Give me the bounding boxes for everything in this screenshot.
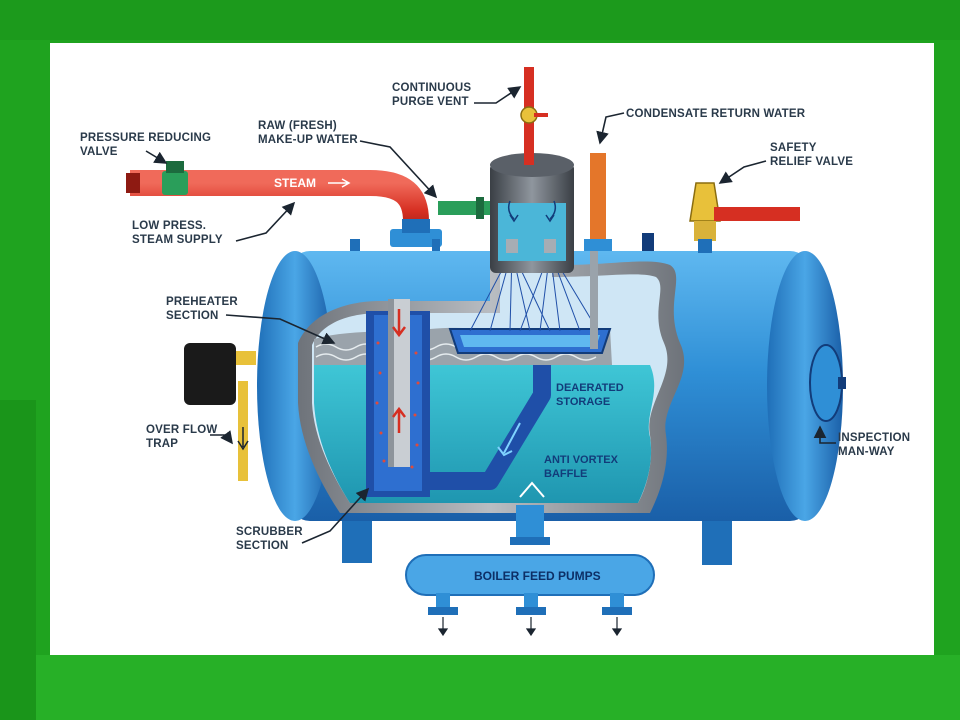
leader-continuous-purge-vent xyxy=(474,87,520,103)
svg-text:CONTINUOUS: CONTINUOUS xyxy=(392,82,471,94)
svg-text:LOW PRESS.: LOW PRESS. xyxy=(132,220,206,232)
steam-pipe-inlet xyxy=(126,173,140,193)
svg-text:PRESSURE REDUCING: PRESSURE REDUCING xyxy=(80,132,211,144)
make-up-water-flange xyxy=(476,197,484,219)
feed-pump-drop-flange xyxy=(510,537,550,545)
leader-over-flow-trap xyxy=(210,435,232,443)
condensate-return-drop xyxy=(590,249,598,349)
steam-pipe-nozzle xyxy=(402,219,430,233)
svg-text:INSPECTION: INSPECTION xyxy=(838,432,910,444)
deaerator-diagram: STEAM BOILER FEED PUMPS PRESSURE REDUCIN… xyxy=(50,43,934,655)
inspection-man-way-bolt xyxy=(838,377,846,389)
leader-pressure-reducing-valve xyxy=(146,151,166,163)
purge-vent-handle xyxy=(534,113,548,117)
background-band-left xyxy=(0,400,36,720)
leader-safety-relief-valve xyxy=(720,161,766,183)
svg-text:ANTI VORTEX: ANTI VORTEX xyxy=(544,454,619,466)
background-band-bottom xyxy=(36,655,960,720)
pressure-reducing-valve-top xyxy=(166,161,184,173)
svg-text:PREHEATER: PREHEATER xyxy=(166,296,238,308)
svg-text:PURGE VENT: PURGE VENT xyxy=(392,96,469,108)
spray-valve-left xyxy=(506,239,518,253)
top-nozzle-2 xyxy=(432,239,440,251)
svg-text:MAKE-UP WATER: MAKE-UP WATER xyxy=(258,134,358,146)
label-inspection-man-way: INSPECTION MAN-WAY xyxy=(838,432,910,458)
svg-text:VALVE: VALVE xyxy=(80,146,118,158)
label-over-flow-trap: OVER FLOW TRAP xyxy=(146,424,217,450)
steam-pipe-label: STEAM xyxy=(274,176,316,190)
svg-text:CONDENSATE RETURN WATER: CONDENSATE RETURN WATER xyxy=(626,108,806,120)
label-scrubber-section: SCRUBBER SECTION xyxy=(236,526,303,552)
svg-text:STEAM SUPPLY: STEAM SUPPLY xyxy=(132,234,223,246)
safety-relief-valve-base xyxy=(694,221,716,241)
svg-text:SECTION: SECTION xyxy=(166,310,219,322)
svg-text:MAN-WAY: MAN-WAY xyxy=(838,446,895,458)
svg-text:BAFFLE: BAFFLE xyxy=(544,468,587,480)
inspection-man-way xyxy=(810,345,842,421)
label-pressure-reducing-valve: PRESSURE REDUCING VALVE xyxy=(80,132,211,158)
svg-text:STORAGE: STORAGE xyxy=(556,396,610,408)
label-preheater-section: PREHEATER SECTION xyxy=(166,296,238,322)
spray-tray-water xyxy=(460,335,600,347)
svg-text:SECTION: SECTION xyxy=(236,540,289,552)
svg-text:RAW (FRESH): RAW (FRESH) xyxy=(258,120,337,132)
label-safety-relief-valve: SAFETY RELIEF VALVE xyxy=(770,142,853,168)
label-low-press-steam-supply: LOW PRESS. STEAM SUPPLY xyxy=(132,220,223,246)
feed-pump-outlets xyxy=(428,593,632,615)
pressure-reducing-valve-body xyxy=(162,171,188,195)
condensate-return-base xyxy=(584,239,612,251)
svg-text:TRAP: TRAP xyxy=(146,438,178,450)
leader-low-press-steam-supply xyxy=(236,203,294,241)
scrubber-tube-shade xyxy=(388,299,394,467)
boiler-feed-pumps-label: BOILER FEED PUMPS xyxy=(474,569,601,583)
background-band-top xyxy=(0,0,960,40)
over-flow-trap-connector xyxy=(236,351,256,365)
top-nozzle-1 xyxy=(350,239,360,251)
svg-text:SAFETY: SAFETY xyxy=(770,142,817,154)
svg-text:DEAERATED: DEAERATED xyxy=(556,382,624,394)
svg-text:RELIEF VALVE: RELIEF VALVE xyxy=(770,156,853,168)
top-nozzle-3 xyxy=(642,233,654,251)
svg-text:OVER FLOW: OVER FLOW xyxy=(146,424,217,436)
over-flow-trap xyxy=(184,343,236,405)
label-continuous-purge-vent: CONTINUOUS PURGE VENT xyxy=(392,82,471,108)
leader-condensate-return-water xyxy=(600,113,624,143)
svg-text:SCRUBBER: SCRUBBER xyxy=(236,526,303,538)
spray-valve-right xyxy=(544,239,556,253)
feed-pump-flow-arrows xyxy=(439,617,621,635)
label-condensate-return-water: CONDENSATE RETURN WATER xyxy=(626,108,806,120)
label-raw-make-up-water: RAW (FRESH) MAKE-UP WATER xyxy=(258,120,358,146)
safety-relief-pipe xyxy=(714,207,800,221)
condensate-return-pipe xyxy=(590,153,606,249)
safety-relief-mount xyxy=(698,239,712,253)
